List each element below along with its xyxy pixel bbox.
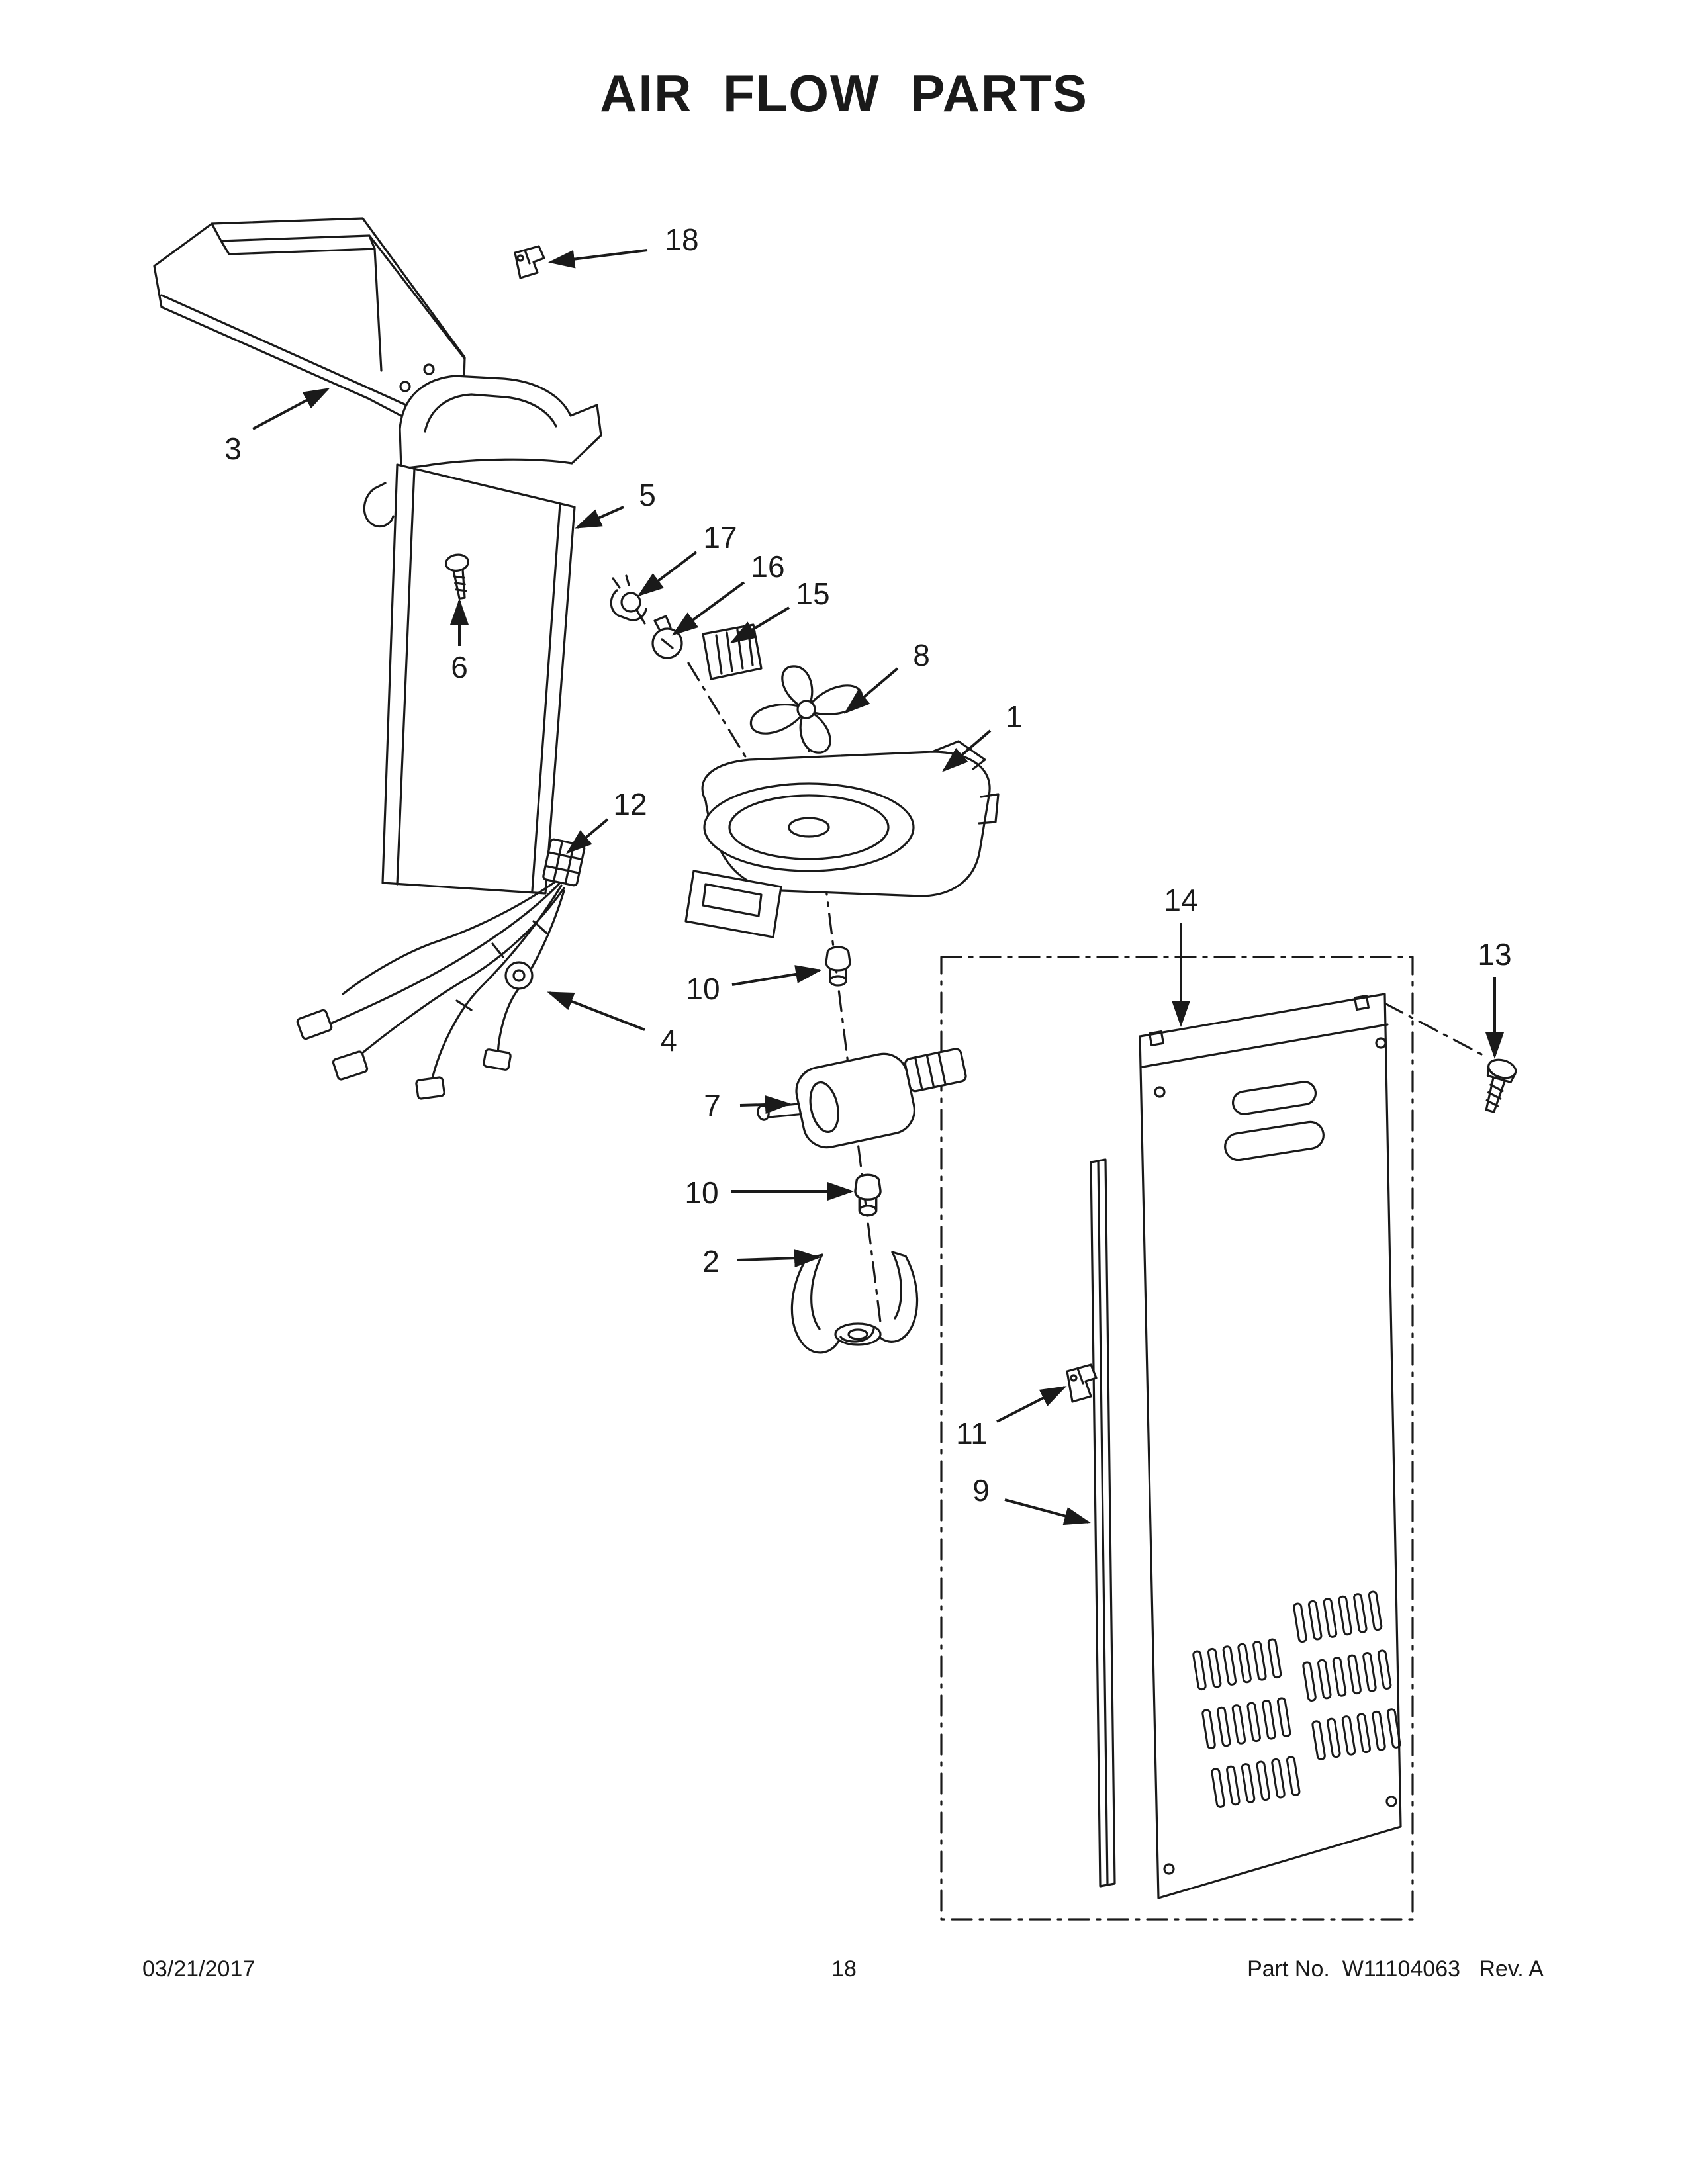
- callout-13: 13: [1477, 937, 1512, 972]
- callout-18: 18: [665, 222, 699, 257]
- callout-4: 4: [660, 1023, 677, 1058]
- assembly-axis-line: [804, 719, 882, 1324]
- part-9-duct-strip: [1090, 1158, 1116, 1888]
- callout-6: 6: [451, 650, 468, 684]
- callout-5: 5: [639, 478, 656, 512]
- page-title: AIR FLOW PARTS: [600, 64, 1088, 122]
- part-2-motor-bracket: [790, 1251, 919, 1354]
- part-1-fan-shroud: [684, 740, 1000, 938]
- part-17-socket-clip: [610, 574, 647, 625]
- callout-10: 10: [684, 1175, 719, 1210]
- page-footer: 03/21/2017 18 Part No. W11104063 Rev. A: [0, 1956, 1688, 1996]
- callout-7: 7: [704, 1088, 721, 1122]
- part-11-clip: [1066, 1363, 1098, 1403]
- callout-15: 15: [796, 576, 830, 611]
- part-13-screw: [1485, 1058, 1517, 1113]
- footer-part-info: Part No. W11104063 Rev. A: [1247, 1956, 1544, 1981]
- callout-3: 3: [224, 432, 242, 466]
- footer-date: 03/21/2017: [142, 1956, 256, 1981]
- part-14-rear-panel: [1139, 993, 1402, 1899]
- callout-16: 16: [751, 549, 785, 584]
- callout-10: 10: [686, 972, 720, 1006]
- part-4-wire-harness: [296, 879, 565, 1100]
- part-5-air-duct: [363, 375, 602, 895]
- bulb-axis-line: [687, 662, 760, 780]
- vent-slots: [1192, 1590, 1401, 1808]
- callout-8: 8: [913, 638, 930, 672]
- footer-page-number: 18: [831, 1956, 857, 1981]
- callout-1: 1: [1006, 700, 1023, 734]
- part-16-light-bulb: [651, 615, 683, 659]
- panel-handle-slot: [1231, 1081, 1317, 1115]
- service-boundary-dashed-box: [940, 956, 1484, 1921]
- callout-2: 2: [702, 1244, 720, 1279]
- callout-17: 17: [703, 520, 737, 555]
- part-18-clip: [514, 245, 545, 279]
- panel-handle-slot: [1224, 1120, 1325, 1161]
- callout-11: 11: [956, 1416, 988, 1451]
- callout-9: 9: [972, 1473, 990, 1508]
- callout-14: 14: [1164, 883, 1198, 917]
- part-7-fan-motor: [757, 1048, 967, 1149]
- callout-12: 12: [613, 787, 647, 821]
